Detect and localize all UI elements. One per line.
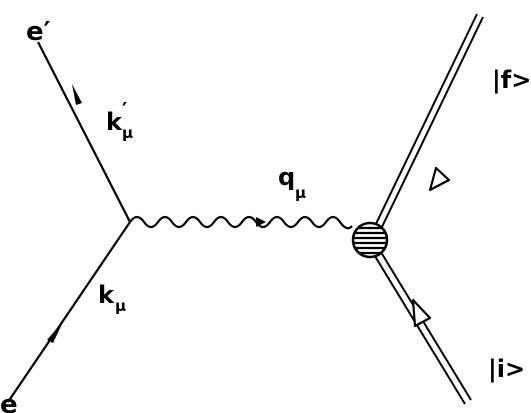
label-k-out: k	[106, 108, 123, 136]
incoming-electron-line	[7, 221, 131, 403]
label-q-sub: μ	[295, 184, 306, 202]
incoming-electron-arrow	[47, 320, 64, 343]
label-final-state: |f>	[492, 66, 531, 94]
hadron-vertex-blob	[351, 221, 389, 259]
photon-arrow	[256, 217, 266, 227]
label-electron-in: e	[0, 390, 18, 413]
label-k-out-sub: μ	[122, 124, 133, 142]
label-q: q	[278, 163, 295, 191]
outgoing-electron-line	[37, 41, 131, 223]
label-k-in: k	[98, 281, 115, 309]
final-state-arrow	[428, 166, 451, 192]
virtual-photon-line	[129, 215, 353, 230]
final-state-line-a	[373, 13, 478, 229]
final-state-line-b	[379, 16, 484, 232]
label-electron-out: e′	[26, 17, 51, 47]
outgoing-electron-arrow	[72, 84, 82, 105]
label-k-in-sub: μ	[115, 297, 126, 315]
label-k-out-prime: ′	[122, 98, 127, 122]
initial-state-arrow	[411, 298, 432, 328]
initial-state-line-a	[369, 247, 466, 405]
label-initial-state: |i>	[488, 355, 525, 383]
